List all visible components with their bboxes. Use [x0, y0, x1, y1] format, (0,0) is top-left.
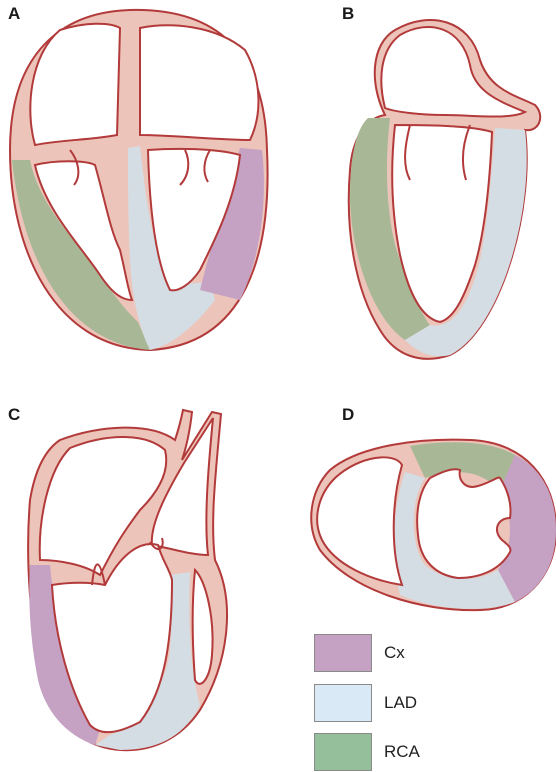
panel-d-short-axis-view	[311, 440, 556, 610]
panel-a-right-atrium	[30, 24, 120, 145]
panel-b-left-atrium	[381, 27, 525, 117]
panel-c-long-axis-view	[28, 410, 227, 750]
legend-label-lad: LAD	[384, 693, 417, 713]
panel-a-left-atrium	[140, 25, 258, 140]
legend-swatch-rca	[314, 733, 372, 771]
legend-swatch-lad	[314, 684, 372, 722]
legend-label-cx: Cx	[384, 643, 405, 663]
legend-label-rca: RCA	[384, 742, 420, 762]
panel-a-four-chamber-view	[10, 10, 268, 350]
legend-swatch-cx	[314, 634, 372, 672]
panel-d-left-ventricle	[417, 469, 510, 578]
panel-b-two-chamber-view	[349, 20, 540, 359]
